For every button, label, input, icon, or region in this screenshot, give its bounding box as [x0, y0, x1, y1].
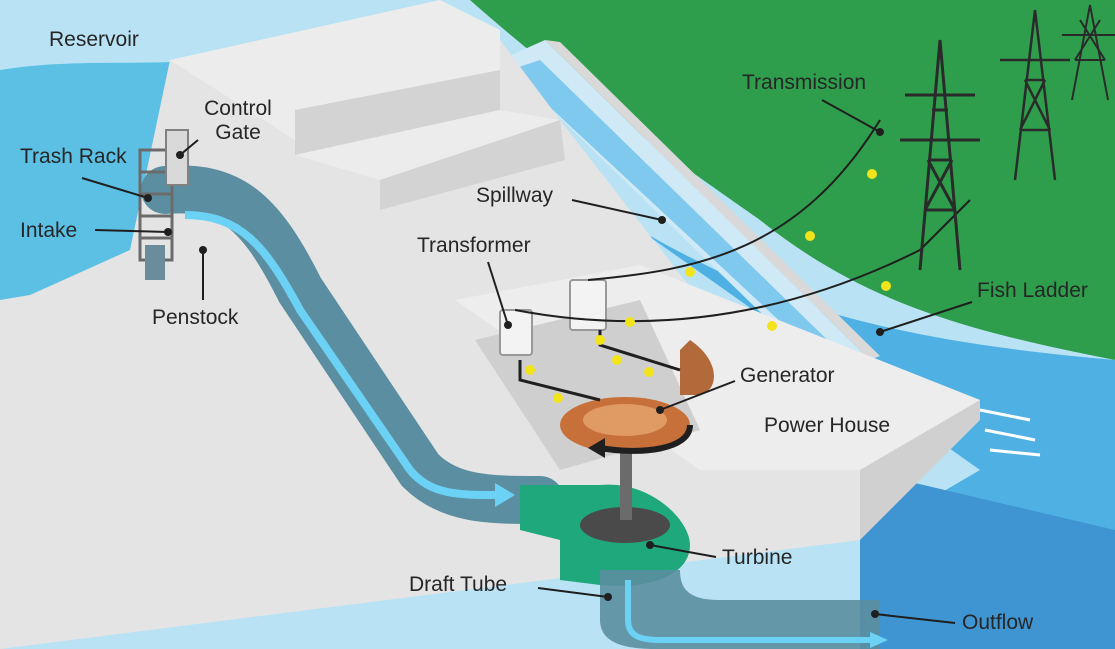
- transformer-2: [569, 279, 607, 331]
- label-power-house: Power House: [764, 414, 891, 437]
- label-control-gate-line1: Control: [204, 97, 272, 120]
- trash-rack-lines: [140, 170, 172, 240]
- label-control-gate: Control Gate: [198, 97, 278, 145]
- transmission-tower-1: [900, 39, 980, 271]
- label-draft-tube: Draft Tube: [409, 573, 508, 596]
- label-control-gate-line2: Gate: [215, 121, 261, 144]
- power-dot: [595, 335, 605, 345]
- label-reservoir: Reservoir: [49, 28, 139, 51]
- outflow-arrow-head: [870, 632, 888, 648]
- spillway-wall: [545, 40, 880, 360]
- leader-line-dots: [144, 128, 884, 618]
- power-dot: [767, 321, 777, 331]
- draft-tube: [600, 570, 880, 649]
- outflow-water: [860, 470, 1115, 649]
- dam-step-2-face: [380, 120, 565, 210]
- label-transmission: Transmission: [742, 71, 867, 94]
- generator-casing: [680, 340, 714, 395]
- label-trash-rack: Trash Rack: [20, 145, 127, 168]
- generator-rotor: [583, 404, 667, 436]
- fish-ladder: [979, 408, 1041, 457]
- label-intake: Intake: [20, 219, 78, 242]
- draft-flow-arrow: [625, 580, 870, 643]
- transmission-tower-2: [1000, 9, 1070, 181]
- label-turbine: Turbine: [722, 546, 793, 569]
- label-outflow: Outflow: [962, 611, 1034, 634]
- power-line-2: [514, 199, 971, 323]
- label-penstock: Penstock: [152, 306, 239, 329]
- penstock-flow-arrow-2: [406, 467, 496, 499]
- label-transformer: Transformer: [417, 234, 531, 257]
- dam-body: [0, 0, 980, 649]
- generator-arrow-head: [588, 438, 605, 458]
- power-dot: [553, 393, 563, 403]
- turbine-runner: [580, 507, 670, 543]
- dam-step-2: [295, 110, 560, 180]
- power-dot: [644, 367, 654, 377]
- power-dot: [685, 267, 695, 277]
- power-dot: [805, 231, 815, 241]
- power-house-front: [860, 400, 980, 540]
- power-dot: [612, 355, 622, 365]
- intake-pipe-stub: [145, 245, 165, 280]
- transmission-tower-3: [1062, 4, 1115, 101]
- spillway-stripe: [510, 60, 850, 366]
- label-spillway: Spillway: [476, 184, 554, 207]
- reservoir-water: [0, 62, 170, 300]
- power-dot: [525, 365, 535, 375]
- label-fish-ladder: Fish Ladder: [977, 279, 1088, 302]
- power-dot: [867, 169, 877, 179]
- dam-step-1-face: [295, 70, 500, 155]
- power-dot: [625, 317, 635, 327]
- penstock-flow-arrow: [184, 211, 414, 473]
- power-dot: [881, 281, 891, 291]
- penstock-arrow-head: [495, 483, 515, 507]
- power-line-main: [587, 119, 881, 281]
- label-generator: Generator: [740, 364, 835, 387]
- generator-rotation-arrow: [599, 424, 693, 454]
- hill: [470, 0, 1115, 360]
